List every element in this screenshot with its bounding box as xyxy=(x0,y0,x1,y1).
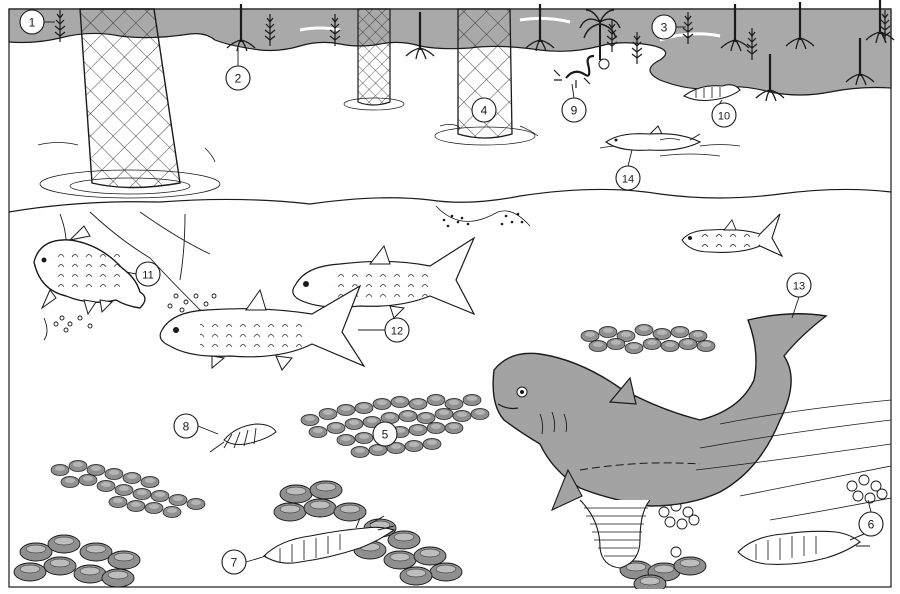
callout-12-label: 12 xyxy=(391,326,403,338)
callout-13: 13 xyxy=(787,273,811,297)
callout-8-label: 8 xyxy=(183,420,190,434)
callout-6: 6 xyxy=(859,512,883,536)
callout-9: 9 xyxy=(562,98,586,122)
callout-4-label: 4 xyxy=(481,104,488,118)
callout-14-label: 14 xyxy=(622,174,634,186)
callout-3-label: 3 xyxy=(661,21,668,35)
callout-1-label: 1 xyxy=(29,16,36,30)
callout-1: 1 xyxy=(20,10,44,34)
callout-12: 12 xyxy=(385,318,409,342)
callout-11: 11 xyxy=(136,262,160,286)
callout-8: 8 xyxy=(174,414,198,438)
callout-11-label: 11 xyxy=(142,270,153,282)
callout-14: 14 xyxy=(616,166,640,190)
callout-3: 3 xyxy=(652,15,676,39)
callout-13-label: 13 xyxy=(793,281,805,293)
callout-10-label: 10 xyxy=(718,111,730,123)
callout-5: 5 xyxy=(373,422,397,446)
callout-2-label: 2 xyxy=(235,72,242,86)
callout-5-label: 5 xyxy=(382,428,389,442)
callout-10: 10 xyxy=(712,103,736,127)
callout-7-label: 7 xyxy=(231,556,238,570)
callout-6-label: 6 xyxy=(868,518,875,532)
callout-7: 7 xyxy=(222,550,246,574)
callout-9-label: 9 xyxy=(571,104,578,118)
callout-2: 2 xyxy=(226,66,250,90)
callout-4: 4 xyxy=(472,98,496,122)
